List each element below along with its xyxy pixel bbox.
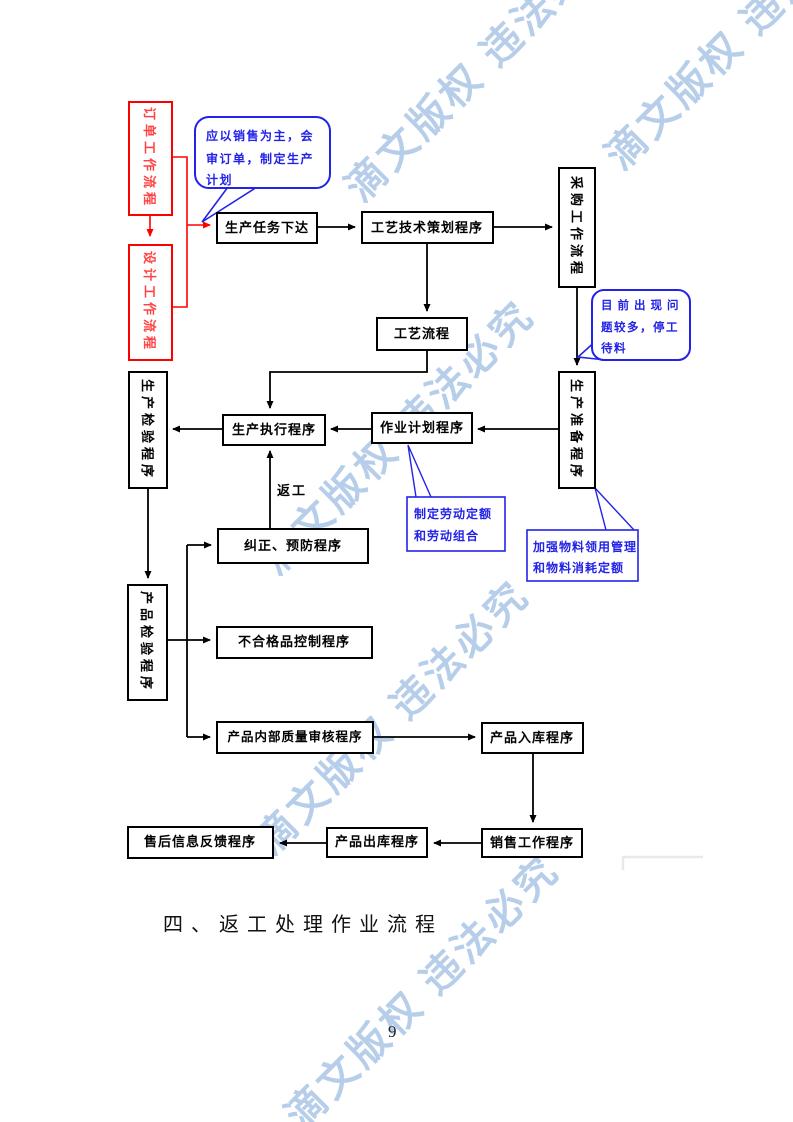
box-production-prep: 生产准备程序 (558, 371, 596, 489)
box-production-inspection-label: 生产检验程序 (140, 379, 155, 481)
box-production-execution: 生产执行程序 (222, 414, 326, 446)
section-heading: 四、返工处理作业流程 (163, 914, 443, 936)
box-tech-planning: 工艺技术策划程序 (361, 211, 494, 244)
box-product-inspection: 产品检验程序 (127, 584, 168, 701)
connector-order-to-design-side (171, 156, 188, 308)
box-after-sales-feedback: 售后信息反馈程序 (127, 826, 274, 859)
box-warehouse-out-label: 产品出库程序 (335, 834, 419, 849)
box-process-flow-label: 工艺流程 (394, 326, 450, 341)
callout-plan-line3: 计划 (206, 172, 233, 187)
callout-delay: 目前出现问 题较多，停工 待料 (591, 289, 691, 361)
callout-delay-line3: 待料 (601, 341, 627, 355)
page-number: 9 (388, 1022, 397, 1041)
box-job-planning-label: 作业计划程序 (380, 420, 464, 435)
faint-box-corner (621, 855, 703, 870)
box-internal-audit: 产品内部质量审核程序 (216, 721, 374, 754)
box-product-inspection-label: 产品检验程序 (139, 591, 154, 693)
box-tech-planning-label: 工艺技术策划程序 (371, 220, 483, 235)
box-production-execution-label: 生产执行程序 (232, 422, 316, 437)
box-design-flow-label: 设计工作流程 (142, 251, 157, 353)
box-production-task-label: 生产任务下达 (225, 220, 309, 235)
callout-tail-material (594, 487, 635, 531)
box-after-sales-feedback-label: 售后信息反馈程序 (144, 834, 256, 849)
box-nonconforming-label: 不合格品控制程序 (238, 634, 350, 649)
callout-delay-line2: 题较多，停工 (601, 320, 679, 334)
box-corrective-label: 纠正、预防程序 (244, 538, 342, 553)
box-purchase-flow-label: 采购工作流程 (569, 175, 584, 278)
box-job-planning: 作业计划程序 (371, 412, 473, 444)
callout-labor-line2: 和劳动组合 (413, 528, 479, 543)
box-process-flow: 工艺流程 (376, 317, 468, 351)
callout-delay-line1: 目前出现问 (601, 298, 684, 312)
box-corrective: 纠正、预防程序 (217, 528, 369, 564)
callout-plan-line2: 审订单，制定生产 (206, 151, 314, 166)
callout-plan: 应以销售为主，会 审订单，制定生产 计划 (194, 116, 331, 189)
box-nonconforming: 不合格品控制程序 (216, 626, 373, 659)
box-production-prep-label: 生产准备程序 (569, 379, 584, 481)
callout-labor-line1: 制定劳动定额 (414, 506, 492, 521)
box-order-flow: 订单工作流程 (128, 101, 173, 216)
box-warehouse-out: 产品出库程序 (326, 827, 428, 858)
callout-plan-line1: 应以销售为主，会 (206, 128, 314, 143)
box-production-task: 生产任务下达 (216, 212, 318, 244)
box-internal-audit-label: 产品内部质量审核程序 (227, 729, 362, 744)
box-purchase-flow: 采购工作流程 (558, 167, 596, 288)
box-design-flow: 设计工作流程 (128, 244, 173, 361)
callout-tail-plan (201, 186, 258, 223)
callout-tail-labor (407, 444, 432, 498)
callout-labor: 制定劳动定额 和劳动组合 (406, 496, 506, 552)
box-warehouse-in: 产品入库程序 (481, 722, 584, 754)
callout-material-line1: 加强物料领用管理 (532, 539, 637, 554)
connector-processflow-to-execution (266, 350, 428, 409)
box-order-flow-label: 订单工作流程 (142, 107, 157, 209)
callout-material: 加强物料领用管理 和物料消耗定额 (526, 529, 639, 582)
box-production-inspection: 生产检验程序 (128, 371, 168, 489)
rework-edge-label: 返工 (277, 483, 307, 498)
callout-material-line2: 和物料消耗定额 (532, 560, 624, 575)
box-warehouse-in-label: 产品入库程序 (490, 730, 574, 745)
box-sales-work: 销售工作程序 (481, 828, 583, 858)
box-sales-work-label: 销售工作程序 (490, 835, 574, 850)
